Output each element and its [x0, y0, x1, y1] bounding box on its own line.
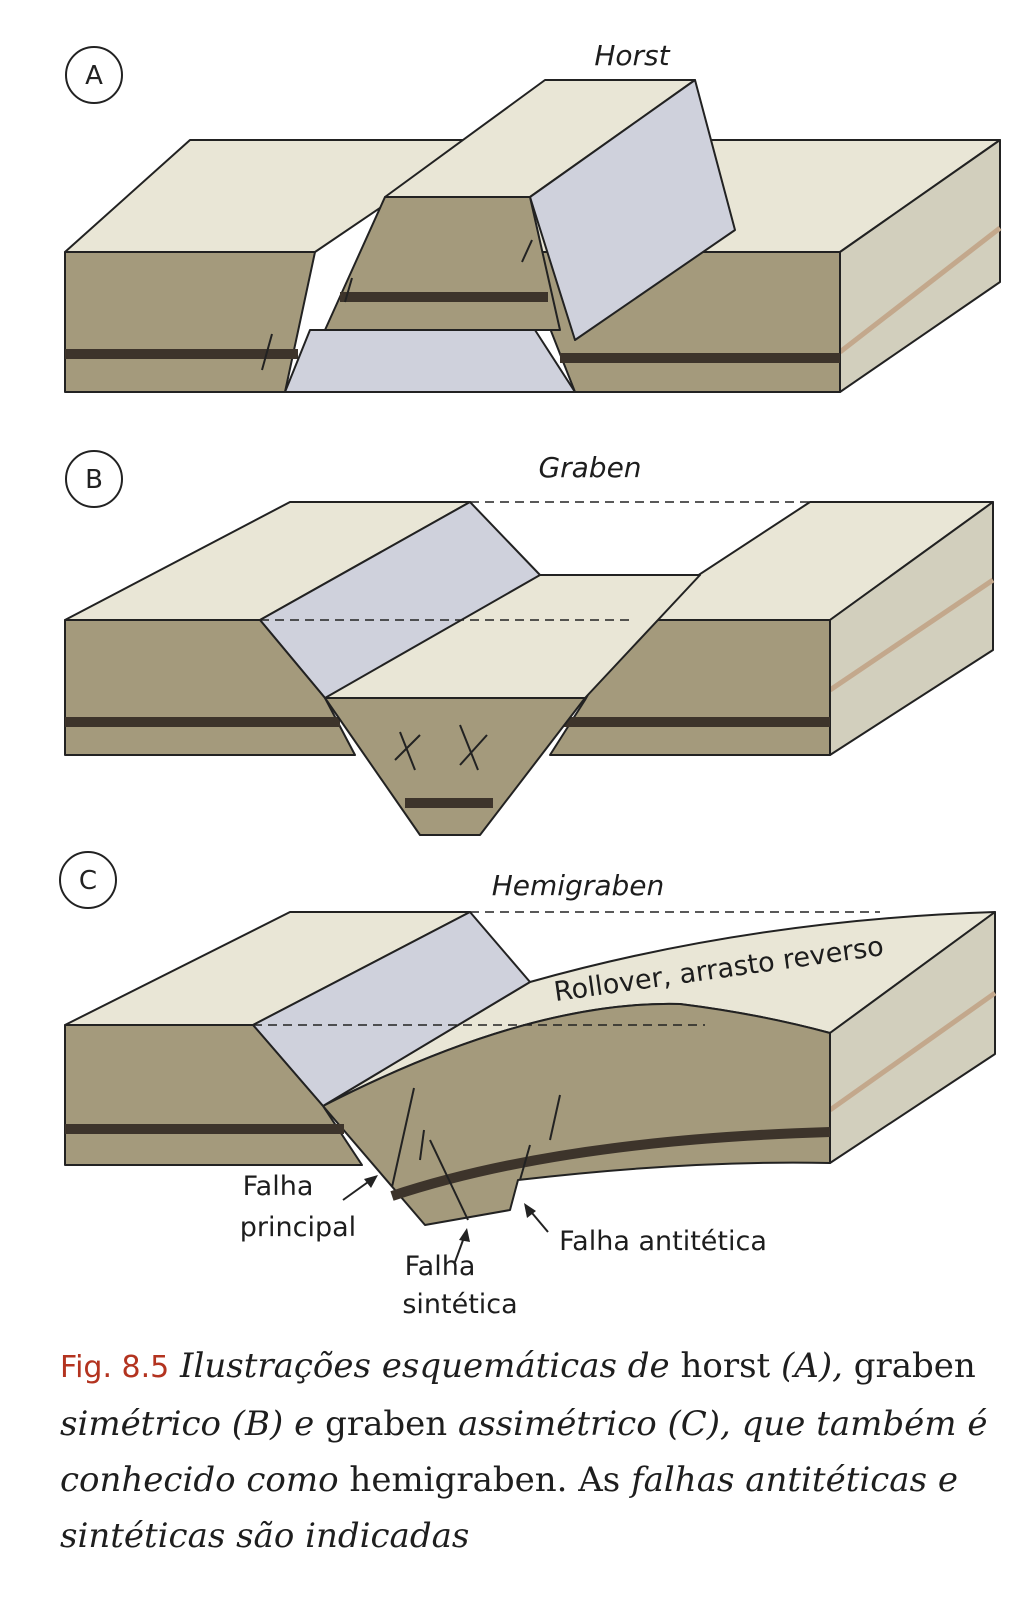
- rollover-side-bed: [828, 990, 997, 1113]
- caption-part-6: graben: [325, 1404, 448, 1444]
- caption-part-1: Ilustrações esquemáticas de: [180, 1346, 670, 1386]
- falha-sintetica-label-1: Falha: [405, 1251, 476, 1282]
- right-block-side-bed: [838, 226, 1002, 354]
- horst-tick-right: [521, 239, 533, 263]
- fault-block-diagram: A Horst B Graben: [59, 39, 1002, 1320]
- figure-caption: Fig. 8.5 Ilustrações esquemáticas de hor…: [60, 1338, 1000, 1564]
- falha-principal-label-2: principal: [240, 1212, 356, 1243]
- caption-part-5: simétrico (B) e: [60, 1404, 315, 1444]
- caption-part-8: hemigraben.: [349, 1460, 568, 1500]
- panel-b-title: Graben: [538, 451, 641, 484]
- graben-x1a: [394, 734, 421, 761]
- falha-antitetica-arrowhead: [524, 1203, 536, 1218]
- caption-part-4: graben: [853, 1346, 976, 1386]
- synthetic-tick-a: [419, 1129, 425, 1161]
- rollover-bed: [390, 1127, 831, 1201]
- graben-wedge: [324, 697, 586, 836]
- graben-x2b: [459, 724, 479, 771]
- horst-fault-plane: [529, 79, 736, 341]
- panel-b-letter: B: [85, 465, 103, 495]
- panel-a-letter: A: [85, 61, 103, 91]
- graben-x1b: [399, 731, 416, 771]
- graben-x2a: [459, 734, 488, 766]
- caption-part-3: (A),: [781, 1346, 843, 1386]
- rollover-tick: [549, 1094, 561, 1141]
- panel-c-title: Hemigraben: [492, 869, 665, 902]
- caption-part-10: falhas antitéticas e sintéticas são indi…: [60, 1460, 958, 1556]
- panel-a-horst: A Horst: [64, 39, 1002, 393]
- rollover-front: [322, 1002, 831, 1226]
- falha-principal-label-1: Falha: [243, 1171, 314, 1202]
- horst-tick-left: [344, 277, 353, 303]
- figure-number: Fig. 8.5: [60, 1350, 170, 1385]
- panel-a-title: Horst: [594, 39, 670, 72]
- synthetic-tick-b: [429, 1139, 469, 1221]
- caption-part-2: horst: [680, 1346, 771, 1386]
- panel-c-letter: C: [79, 866, 97, 896]
- panel-b-circle: [65, 450, 123, 508]
- panel-b-graben: B Graben: [64, 450, 995, 836]
- horst-footwall-plane: [284, 329, 576, 393]
- falha-sintetica-label-2: sintética: [402, 1289, 517, 1320]
- antithetic-tick: [519, 1144, 531, 1181]
- caption-part-7: assimétrico (C), que também é conhecido …: [60, 1404, 988, 1500]
- falha-antitetica-label: Falha antitética: [559, 1226, 767, 1257]
- left-block-front: [64, 251, 316, 393]
- main-fault-tick: [391, 1087, 415, 1188]
- panel-c-circle: [59, 851, 117, 909]
- panel-c-hemigraben: C Hemigraben Rollover, arrasto reverso F…: [59, 851, 997, 1320]
- panel-a-circle: [65, 46, 123, 104]
- left-fault-tick: [261, 333, 273, 371]
- falha-principal-arrowhead: [364, 1175, 378, 1188]
- graben-right-side-bed: [828, 577, 995, 693]
- falha-sintetica-arrowhead: [459, 1228, 470, 1242]
- caption-part-9: As: [578, 1460, 621, 1500]
